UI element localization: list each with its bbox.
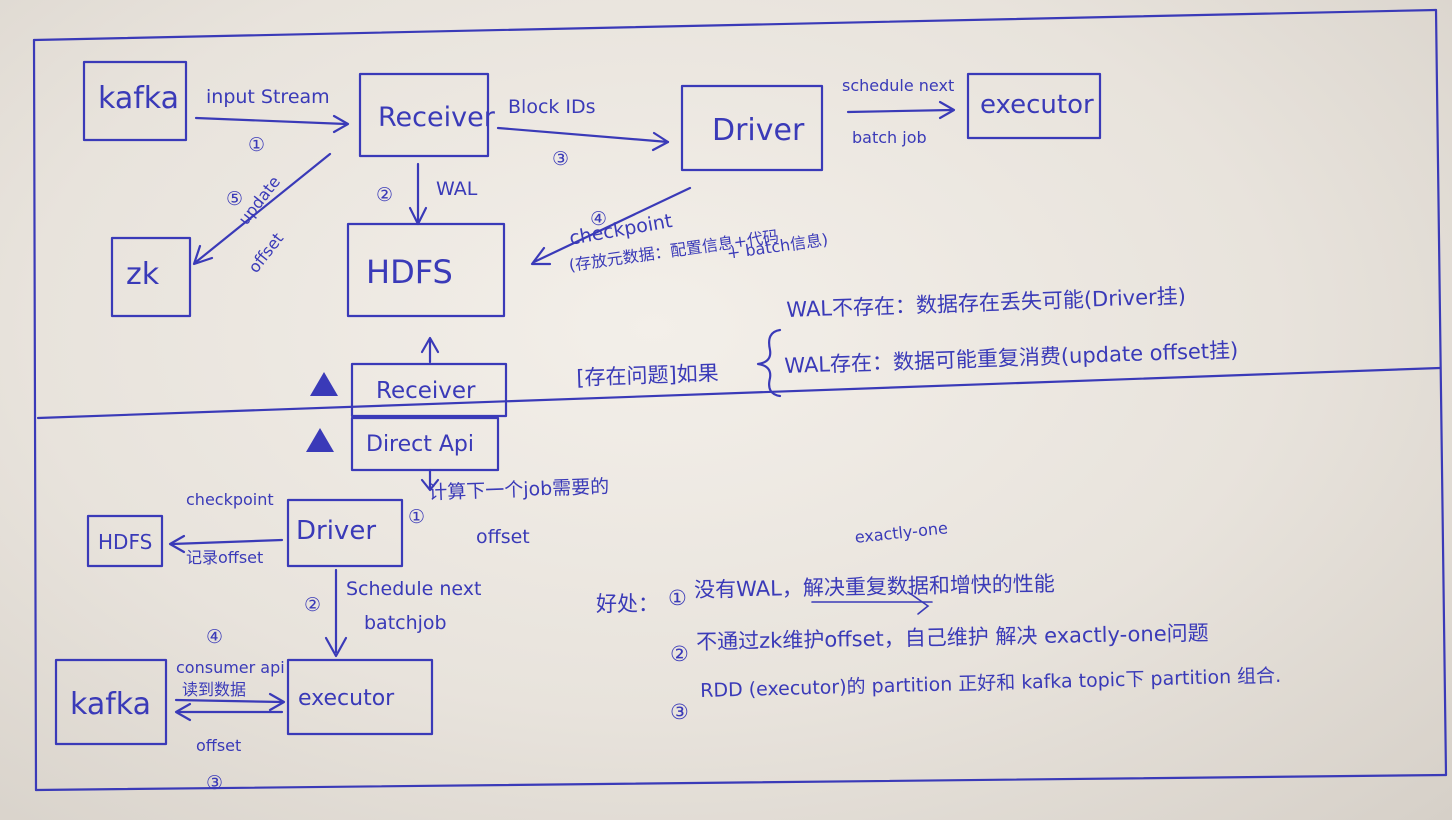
checkpoint-bottom-label: checkpoint [186,490,274,509]
benefit-1-num: ① [668,586,687,610]
kafka-top-box [82,60,188,142]
receiver-mid-box [350,362,508,418]
benefit-2-num: ② [670,642,689,666]
step3-bottom: ③ [206,772,224,794]
frame-right [1434,8,1448,777]
kafka-bottom-box [54,658,168,746]
arrow-update-zk [194,152,332,264]
step4-top: ④ [590,208,608,230]
step3-top: ③ [552,148,570,170]
kafka-bottom-label: kafka [70,687,152,722]
step1-bottom: ① [408,506,426,528]
frame-left [32,38,38,792]
kafka-top-label: kafka [98,81,180,116]
executor-bottom-label: executor [298,686,395,711]
arrow-kafka-executor [174,698,284,704]
executor-top-box [966,72,1102,140]
executor-bottom-box [286,658,434,736]
zk-box [110,236,192,318]
hdfs-bottom-label: HDFS [98,530,153,554]
calc-offset-line2: offset [476,526,530,548]
driver-top-box [680,84,824,172]
direct-api-label: Direct Api [366,432,474,457]
step4-bottom: ④ [206,626,224,648]
arrow-receiver-driver [496,126,670,144]
block-ids-label: Block IDs [508,96,596,118]
section-divider [36,366,1442,420]
receiver-mid-label: Receiver [376,378,476,404]
consumer-api-label: consumer api [176,658,285,677]
warning-triangle-top [310,372,338,396]
arrow-kafka-receiver [194,116,348,126]
step1-top: ① [248,134,266,156]
benefits-label: 好处： [596,592,659,616]
frame-top [32,8,1438,42]
arrow-driver-hdfs [532,186,692,264]
arrow-driver-hdfs-bottom [170,538,284,546]
record-offset-label: 记录offset [186,548,264,567]
step2-bottom: ② [304,594,322,616]
brace [756,328,782,398]
schedule-next-bottom-label: Schedule next [346,578,482,600]
driver-top-label: Driver [712,113,805,148]
offset-bottom-label: offset [196,736,242,755]
driver-bottom-box [286,498,404,568]
direct-api-box [350,416,500,472]
hdfs-bottom-box [86,514,164,568]
arrow-driver-executor [846,108,954,114]
zk-label: zk [126,257,160,292]
step2-top: ② [376,184,394,206]
driver-bottom-label: Driver [296,516,377,546]
issue-label: [存在问题]如果 [575,361,720,390]
batch-job-label: batch job [852,128,927,147]
hdfs-top-box [346,222,506,318]
input-stream-label: input Stream [206,86,330,108]
receiver-top-box [358,72,490,158]
read-data-label: 读到数据 [182,680,247,699]
batchjob-bottom-label: batchjob [364,612,447,634]
small-arrow [907,591,930,615]
frame-bottom [34,773,1448,792]
receiver-top-label: Receiver [378,102,495,133]
warning-triangle-bottom [306,428,334,452]
executor-top-label: executor [980,90,1094,120]
schedule-next-label: schedule next [842,76,955,95]
hdfs-top-label: HDFS [366,253,453,291]
step5-top: ⑤ [226,188,244,210]
wal-label: WAL [436,178,478,200]
benefit-3-num: ③ [670,700,689,724]
